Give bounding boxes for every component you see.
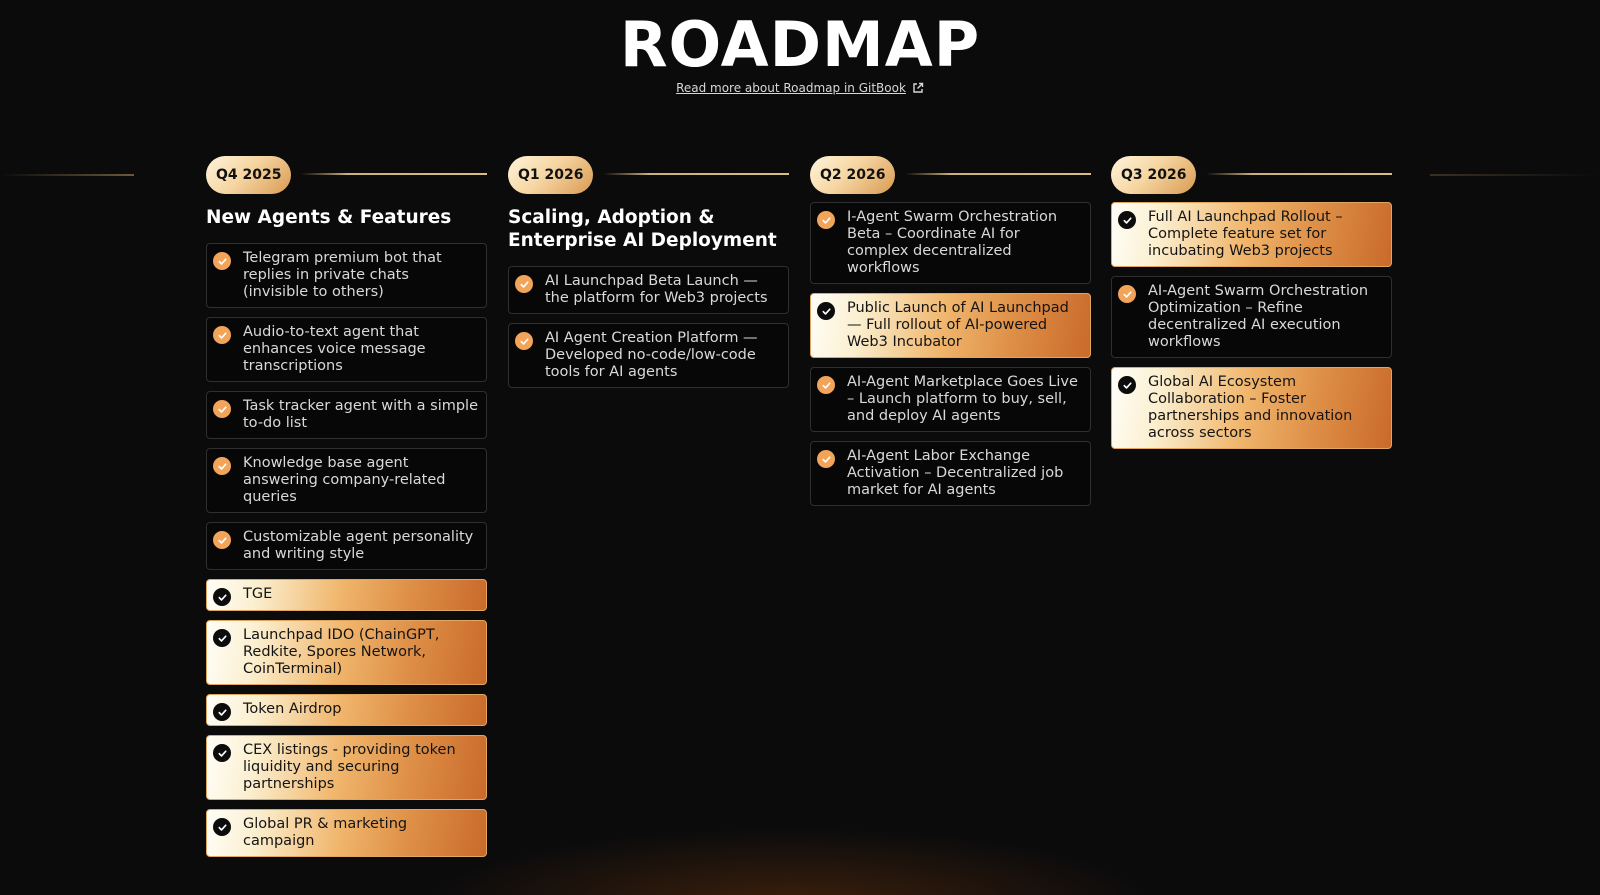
pending-check-icon [213, 457, 231, 475]
roadmap-item-label: AI-Agent Labor Exchange Activation – Dec… [847, 448, 1064, 498]
pending-check-icon [213, 326, 231, 344]
column-title: Scaling, Adoption & Enterprise AI Deploy… [508, 207, 777, 251]
roadmap-item: AI-Agent Swarm Orchestration Optimizatio… [1111, 276, 1392, 358]
timeline-line [603, 173, 789, 175]
gitbook-link-row: Read more about Roadmap in GitBook [0, 81, 1600, 95]
pending-check-icon [515, 275, 533, 293]
pending-check-icon [817, 450, 835, 468]
pending-check-icon [213, 531, 231, 549]
roadmap-item-label: AI-Agent Swarm Orchestration Optimizatio… [1148, 283, 1369, 350]
roadmap-item-label: Public Launch of AI Launchpad — Full rol… [847, 300, 1069, 350]
roadmap-item: TGE [206, 579, 487, 611]
roadmap-item-label: AI Launchpad Beta Launch — the platform … [545, 273, 768, 306]
column-header: Q3 2026 [1111, 156, 1392, 194]
roadmap-item: Public Launch of AI Launchpad — Full rol… [810, 293, 1091, 358]
pending-check-icon [1118, 285, 1136, 303]
column-q2-2026: Q2 2026 I-Agent Swarm Orchestration Beta… [810, 156, 1091, 506]
roadmap-item-label: Full AI Launchpad Rollout – Complete fea… [1148, 209, 1343, 259]
external-link-icon [913, 82, 924, 93]
timeline-line [301, 173, 487, 175]
roadmap-item-label: Global PR & marketing campaign [243, 816, 408, 849]
timeline-edge-right [1430, 174, 1600, 176]
roadmap-item-label: Audio-to-text agent that enhances voice … [243, 324, 426, 374]
roadmap-item: AI Agent Creation Platform — Developed n… [508, 323, 789, 388]
roadmap-item-label: Launchpad IDO (ChainGPT, Redkite, Spores… [243, 627, 440, 677]
check-circle-icon [1118, 376, 1136, 394]
quarter-pill: Q3 2026 [1111, 156, 1197, 194]
column-q3-2026: Q3 2026 Full AI Launchpad Rollout – Comp… [1111, 156, 1392, 449]
roadmap-item: AI-Agent Labor Exchange Activation – Dec… [810, 441, 1091, 506]
column-header: Q2 2026 [810, 156, 1091, 194]
roadmap-item: Audio-to-text agent that enhances voice … [206, 317, 487, 382]
page-title: ROADMAP [619, 8, 981, 81]
roadmap-item: AI Launchpad Beta Launch — the platform … [508, 266, 789, 314]
roadmap-item: CEX listings - providing token liquidity… [206, 735, 487, 800]
roadmap-item: AI-Agent Marketplace Goes Live – Launch … [810, 367, 1091, 432]
pending-check-icon [817, 376, 835, 394]
roadmap-item-label: Global AI Ecosystem Collaboration – Fost… [1148, 374, 1353, 441]
column-q4-2025: Q4 2025 New Agents & Features Telegram p… [206, 156, 487, 857]
pending-check-icon [817, 211, 835, 229]
item-list: Telegram premium bot that replies in pri… [206, 243, 487, 857]
pending-check-icon [213, 252, 231, 270]
check-circle-icon [213, 818, 231, 836]
roadmap-item: Full AI Launchpad Rollout – Complete fea… [1111, 202, 1392, 267]
roadmap-item-label: TGE [243, 586, 273, 602]
item-list: Full AI Launchpad Rollout – Complete fea… [1111, 202, 1392, 449]
check-circle-icon [817, 302, 835, 320]
check-circle-icon [213, 588, 231, 606]
check-circle-icon [213, 744, 231, 762]
pending-check-icon [515, 332, 533, 350]
column-header: Q4 2025 [206, 156, 487, 194]
quarter-pill: Q2 2026 [810, 156, 896, 194]
roadmap-item: Token Airdrop [206, 694, 487, 726]
roadmap-item: Knowledge base agent answering company-r… [206, 448, 487, 513]
column-q1-2026: Q1 2026 Scaling, Adoption & Enterprise A… [508, 156, 789, 388]
item-list: AI Launchpad Beta Launch — the platform … [508, 266, 789, 388]
roadmap-item-label: Token Airdrop [243, 701, 342, 717]
column-header: Q1 2026 [508, 156, 789, 194]
gitbook-link-label: Read more about Roadmap in GitBook [676, 81, 906, 95]
timeline-line [1206, 173, 1392, 175]
roadmap-item: I-Agent Swarm Orchestration Beta – Coord… [810, 202, 1091, 284]
roadmap-item: Launchpad IDO (ChainGPT, Redkite, Spores… [206, 620, 487, 685]
roadmap-item-label: AI-Agent Marketplace Goes Live – Launch … [847, 374, 1078, 424]
item-list: I-Agent Swarm Orchestration Beta – Coord… [810, 202, 1091, 506]
check-circle-icon [1118, 211, 1136, 229]
check-circle-icon [213, 703, 231, 721]
roadmap-item-label: AI Agent Creation Platform — Developed n… [545, 330, 758, 380]
roadmap-item-label: I-Agent Swarm Orchestration Beta – Coord… [847, 209, 1058, 276]
column-title: New Agents & Features [206, 207, 452, 228]
roadmap-item-label: Telegram premium bot that replies in pri… [243, 250, 442, 300]
roadmap-item: Customizable agent personality and writi… [206, 522, 487, 570]
check-circle-icon [213, 629, 231, 647]
roadmap-item-label: CEX listings - providing token liquidity… [243, 742, 456, 792]
timeline-line [905, 173, 1091, 175]
roadmap-item: Telegram premium bot that replies in pri… [206, 243, 487, 308]
timeline-edge-left [0, 174, 134, 176]
roadmap-item: Global AI Ecosystem Collaboration – Fost… [1111, 367, 1392, 449]
gitbook-link[interactable]: Read more about Roadmap in GitBook [676, 81, 924, 95]
roadmap-item-label: Customizable agent personality and writi… [243, 529, 474, 562]
roadmap-item-label: Task tracker agent with a simple to-do l… [243, 398, 479, 431]
quarter-pill: Q4 2025 [206, 156, 292, 194]
roadmap-item-label: Knowledge base agent answering company-r… [243, 455, 446, 505]
quarter-pill: Q1 2026 [508, 156, 594, 194]
roadmap-item: Task tracker agent with a simple to-do l… [206, 391, 487, 439]
roadmap-item: Global PR & marketing campaign [206, 809, 487, 857]
pending-check-icon [213, 400, 231, 418]
